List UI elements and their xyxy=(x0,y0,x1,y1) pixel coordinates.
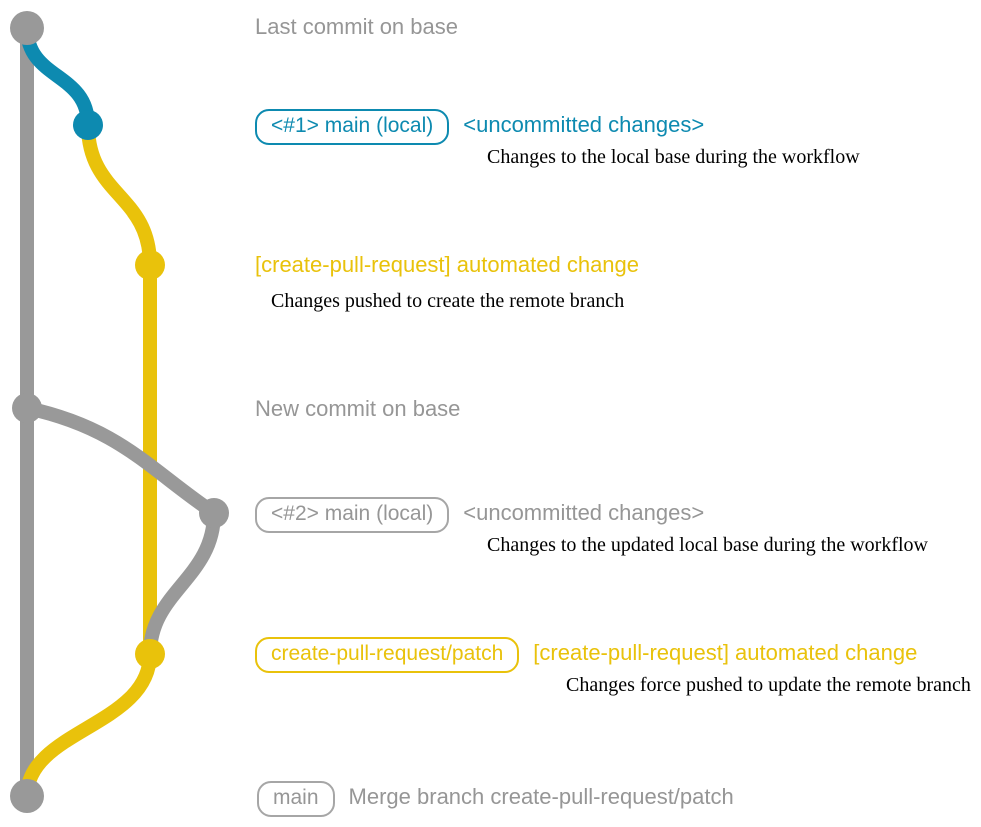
commit-node-local-2[interactable] xyxy=(199,498,229,528)
commit-description-patch-1: Changes pushed to create the remote bran… xyxy=(271,290,625,312)
commit-node-base-new[interactable] xyxy=(12,393,42,423)
row-patch-2: create-pull-request/patch [create-pull-r… xyxy=(255,637,918,674)
commit-description-patch-2: Changes force pushed to update the remot… xyxy=(566,674,971,696)
commit-subject-patch-2: [create-pull-request] automated change xyxy=(533,640,918,665)
commit-description-local-1: Changes to the local base during the wor… xyxy=(487,146,860,168)
commit-node-patch-2[interactable] xyxy=(135,639,165,669)
row-local-1: <#1> main (local) <uncommitted changes> xyxy=(255,109,705,146)
edge-local2-to-patch2 xyxy=(143,506,221,661)
commit-subject-patch-1: [create-pull-request] automated change xyxy=(255,252,640,277)
ref-pill-main[interactable]: main xyxy=(257,781,335,818)
edge-basenew-to-local2 xyxy=(20,401,221,520)
row-patch-1: [create-pull-request] automated change xyxy=(255,252,640,277)
row-merge: main Merge branch create-pull-request/pa… xyxy=(257,781,734,818)
commit-node-local-1[interactable] xyxy=(73,110,103,140)
ref-pill-main-local-2[interactable]: <#2> main (local) xyxy=(255,497,450,534)
ref-pill-create-pull-request-patch[interactable]: create-pull-request/patch xyxy=(255,637,520,674)
row-local-2: <#2> main (local) <uncommitted changes> xyxy=(255,497,705,534)
edge-local1-to-patch1 xyxy=(81,118,157,272)
commit-description-local-2: Changes to the updated local base during… xyxy=(487,534,928,556)
commit-node-patch-1[interactable] xyxy=(135,250,165,280)
commit-subject-local-2: <uncommitted changes> xyxy=(463,500,705,525)
edge-patch2-to-merge xyxy=(20,647,157,803)
caption-new-commit-on-base: New commit on base xyxy=(255,396,461,421)
commit-subject-local-1: <uncommitted changes> xyxy=(463,112,705,137)
commit-subject-merge: Merge branch create-pull-request/patch xyxy=(348,784,734,809)
commit-node-base-head[interactable] xyxy=(10,11,44,45)
commit-node-merge[interactable] xyxy=(10,779,44,813)
caption-last-commit-on-base: Last commit on base xyxy=(255,14,458,39)
ref-pill-main-local-1[interactable]: <#1> main (local) xyxy=(255,109,450,146)
